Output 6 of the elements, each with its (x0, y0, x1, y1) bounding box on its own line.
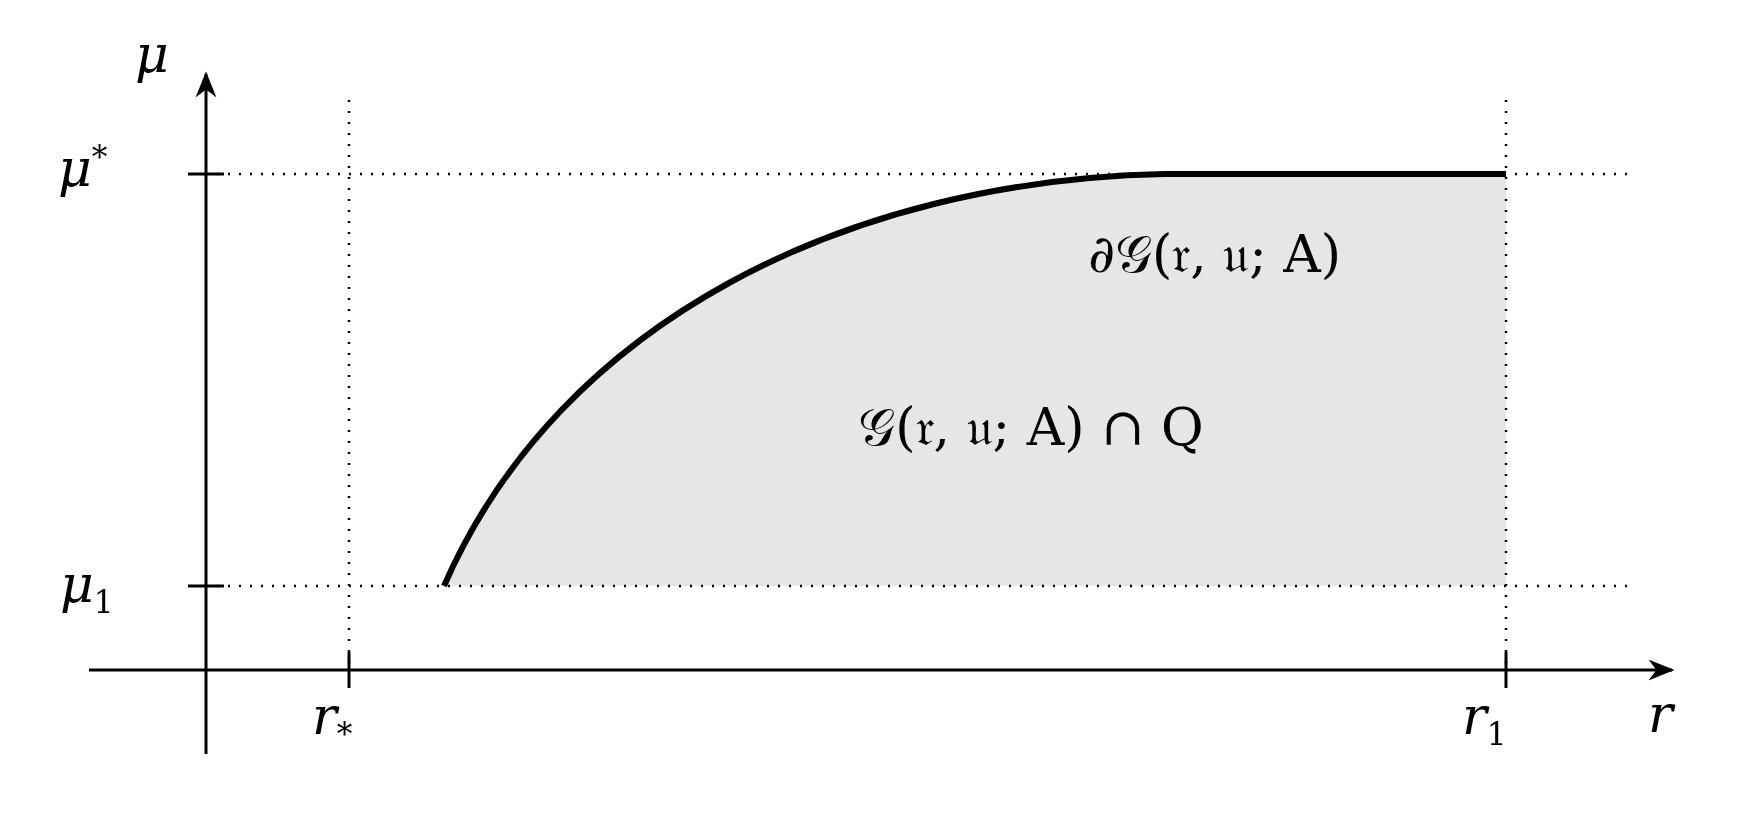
tick-label: r$_{*}$ (312, 690, 353, 751)
tick-label: μ$_{1}$ (60, 558, 114, 619)
tick-label: μ$^{*}$ (58, 142, 108, 195)
region-label: 𝒢(𝔯, 𝔲; A) ∩ Q (858, 401, 1204, 453)
curve-label: ∂𝒢(𝔯, 𝔲; A) (1088, 228, 1342, 280)
tick-label: r$_{1}$ (1462, 690, 1507, 751)
